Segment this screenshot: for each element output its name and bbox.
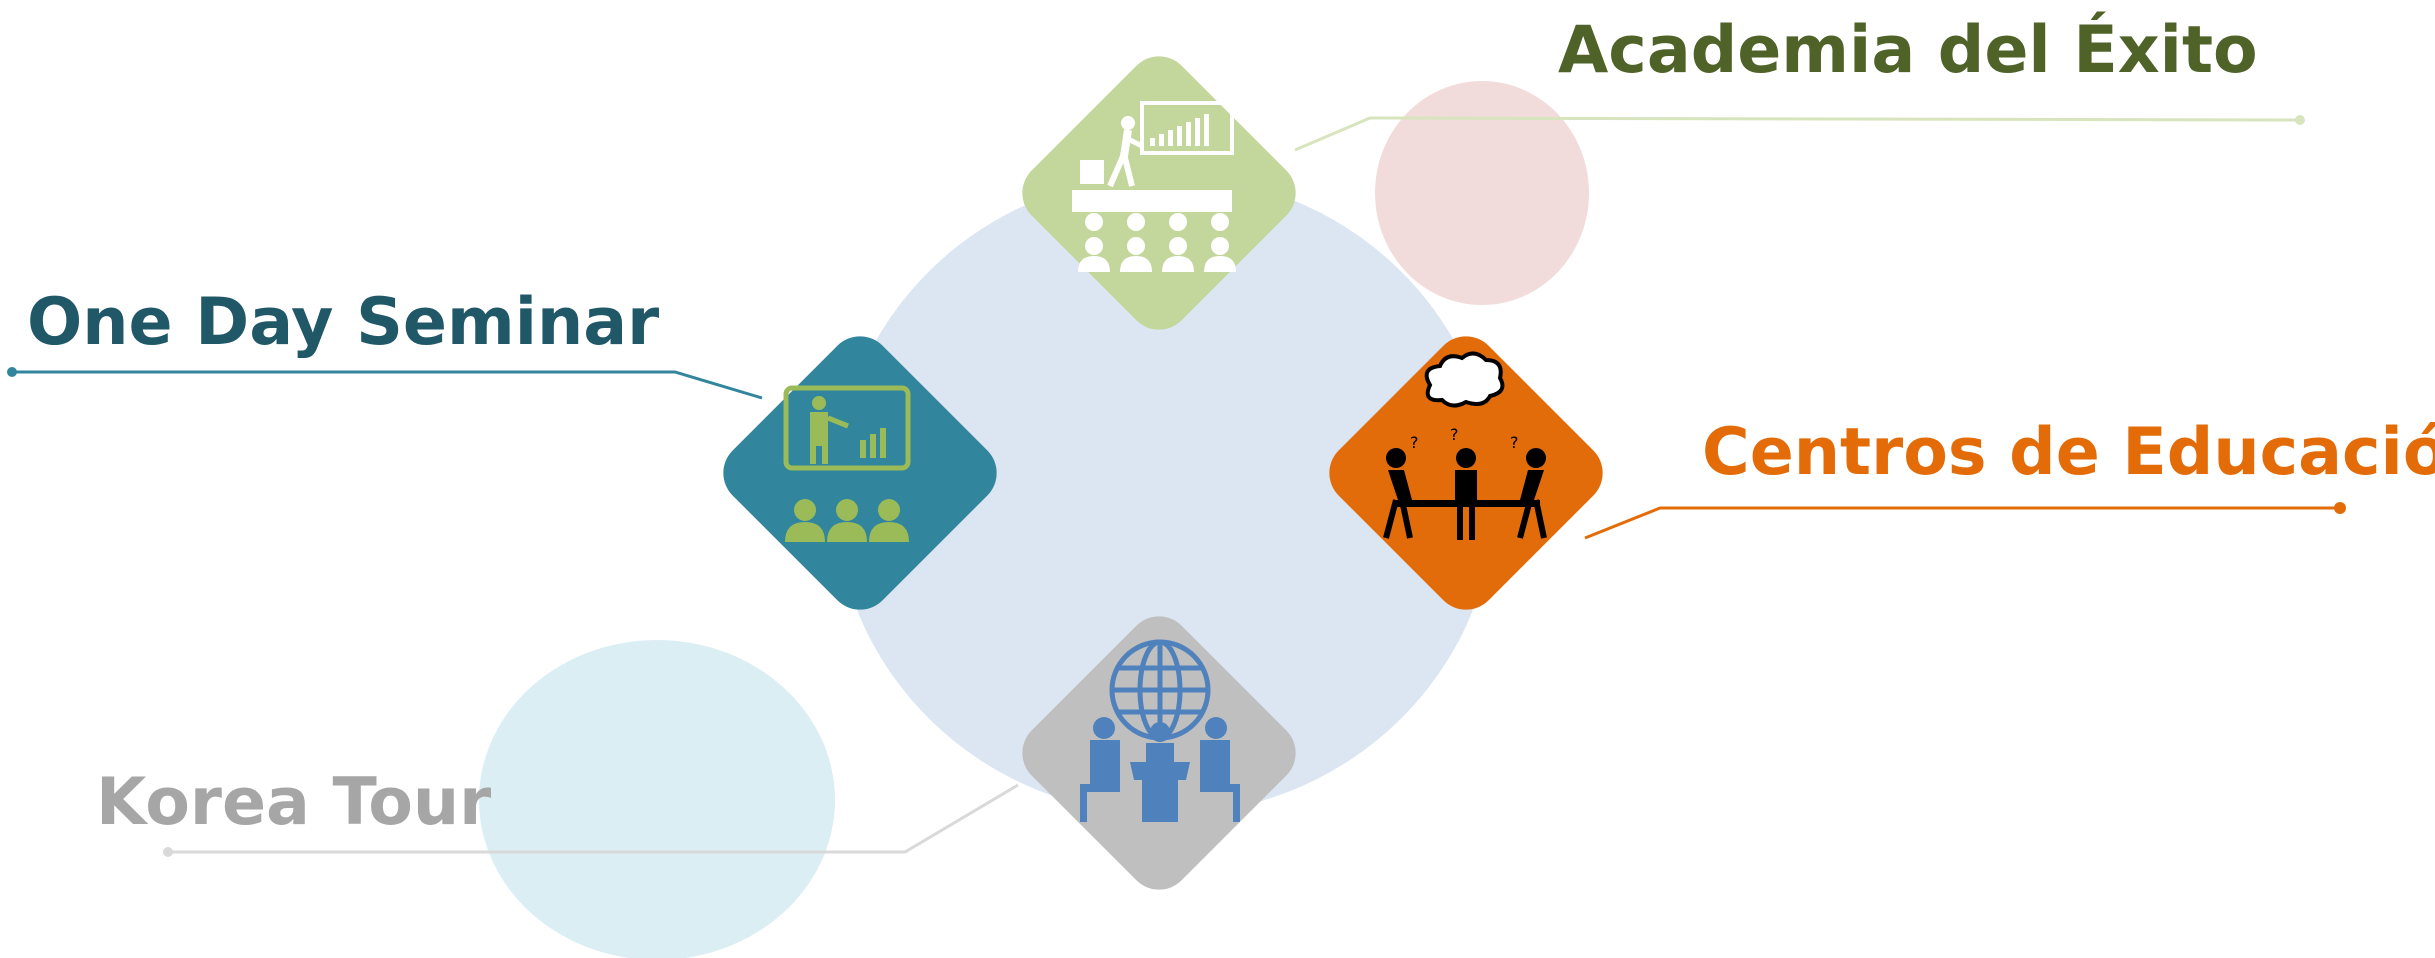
svg-text:?: ? [1450, 425, 1459, 444]
group-discussion-icon: ? ? ? [1383, 351, 1547, 540]
seminar-presentation-icon [1072, 101, 1236, 272]
svg-text:?: ? [1410, 433, 1419, 452]
connector-centros [1584, 502, 2346, 540]
connector-academia [1294, 115, 2305, 152]
pink-circle [1375, 81, 1589, 305]
global-meeting-icon [1080, 639, 1240, 822]
label-one-day-seminar: One Day Seminar [27, 285, 660, 360]
label-academia: Academia del Éxito [1558, 13, 2258, 88]
label-korea-tour: Korea Tour [96, 765, 492, 840]
center-circle [835, 175, 1495, 815]
teacher-presentation-icon [783, 385, 911, 542]
light-blue-circle [479, 640, 835, 958]
connector-seminar [7, 367, 763, 400]
svg-text:?: ? [1510, 433, 1519, 452]
label-centros-de-educacion: Centros de Educación [1702, 415, 2435, 490]
connector-korea [163, 783, 1019, 857]
